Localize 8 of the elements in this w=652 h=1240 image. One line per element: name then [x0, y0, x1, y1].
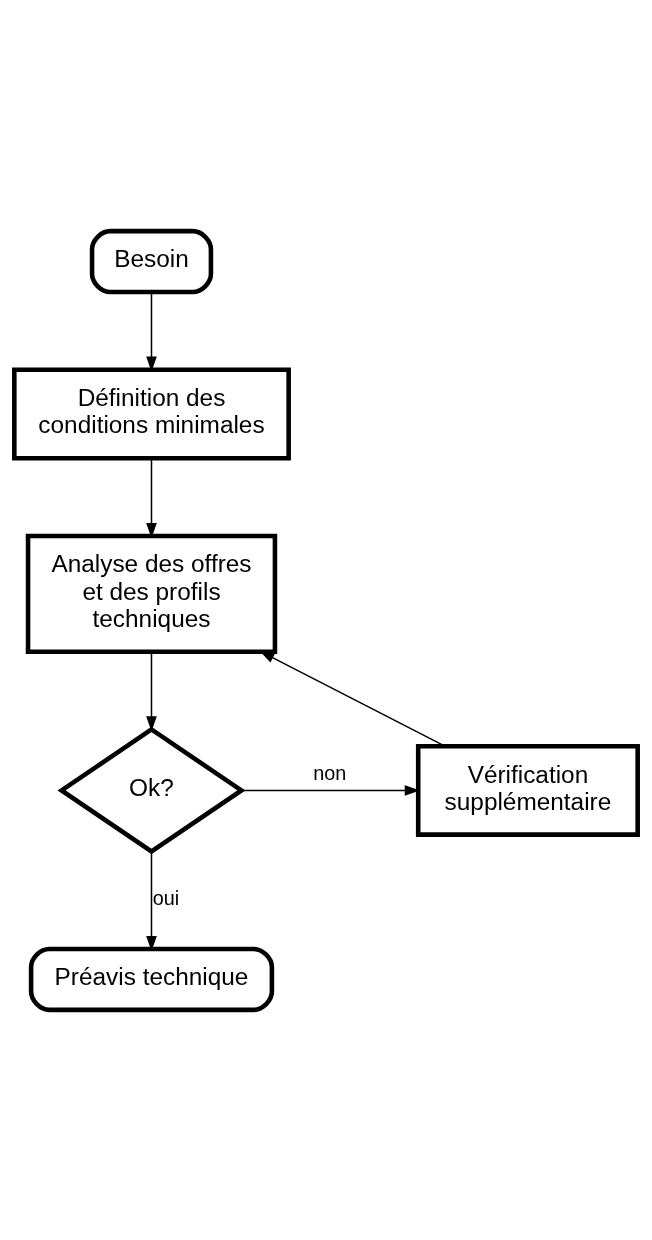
node-diamond: Ok?	[57, 726, 246, 854]
node-box: Vérification supplémentaire	[415, 743, 640, 837]
node-box: Définition des conditions minimales	[12, 367, 291, 460]
node-box: Besoin	[89, 228, 214, 294]
edge-label: non	[313, 761, 347, 784]
node-box: Analyse des offres et des profils techniques	[25, 533, 278, 654]
edge-label: oui	[152, 886, 180, 909]
node-box: Préavis technique	[28, 946, 275, 1012]
